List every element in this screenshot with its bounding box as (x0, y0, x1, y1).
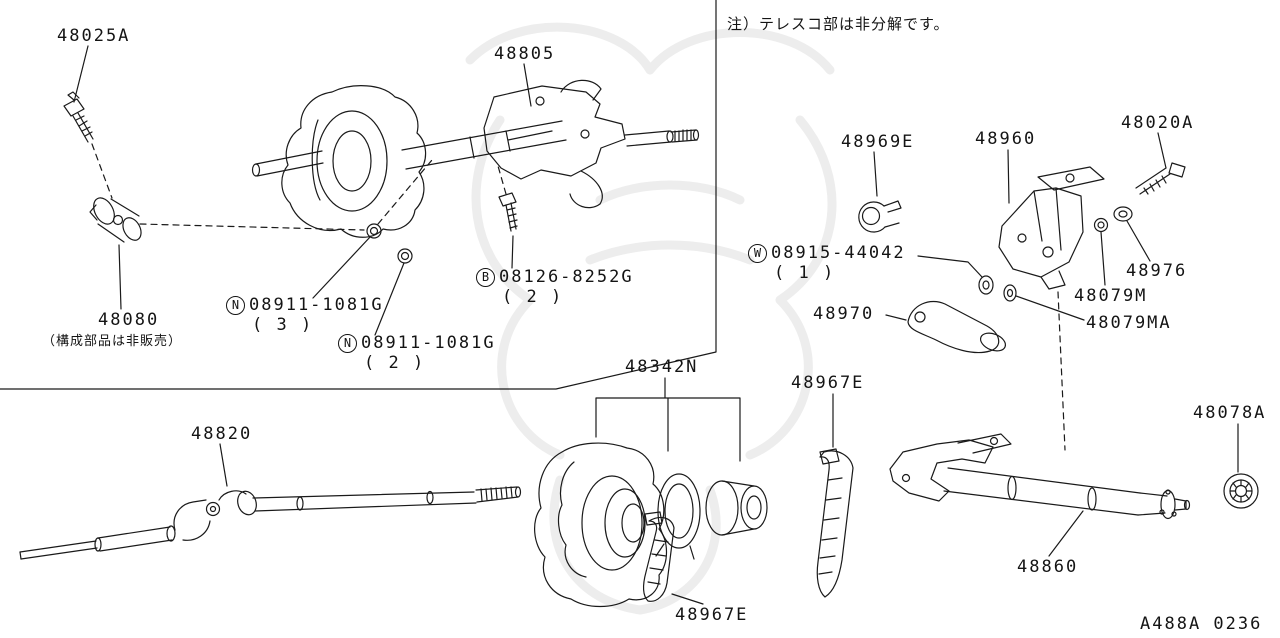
quantity-note: ( 3 ) (252, 314, 314, 335)
part-label-48078a: 48078A (1193, 403, 1267, 423)
section-divider-lines (0, 0, 717, 390)
lever-48970-art (885, 300, 1007, 354)
circled-b-icon: B (476, 268, 495, 288)
doc-code: A488A 0236 (1140, 614, 1263, 634)
bolt-48025a-art (63, 45, 113, 199)
part-label-48860: 48860 (1017, 557, 1079, 577)
not-sold-note: （構成部品は非販売） (42, 333, 183, 349)
part-label-48969e: 48969E (841, 132, 915, 152)
boot-assembly-48342n-art (534, 377, 768, 608)
part-label-48342n: 48342N (625, 357, 699, 377)
part-label-48970: 48970 (813, 304, 875, 324)
steering-column-48805-art (251, 63, 700, 336)
washer-08915-art (917, 255, 994, 295)
quantity-note: ( 1 ) (774, 262, 836, 283)
part-label-08915-44042: W 08915-44042 ( 1 ) (748, 243, 906, 283)
part-label-08126-8252g: B 08126-8252G ( 2 ) (476, 267, 634, 307)
nut-48079m-art (1093, 217, 1109, 286)
part-label-48820: 48820 (191, 424, 253, 444)
part-label-48079ma: 48079MA (1086, 313, 1172, 333)
bracket-48960-art (998, 149, 1105, 451)
part-label-48976: 48976 (1126, 261, 1188, 281)
column-tube-48860-art (889, 433, 1191, 557)
washer-48079ma-art (1003, 284, 1085, 321)
part-label-48805: 48805 (494, 44, 556, 64)
lower-shaft-48820-art (19, 443, 522, 560)
clamp-48969e-art (858, 151, 902, 233)
quantity-note: ( 2 ) (502, 286, 564, 307)
part-label-48025a: 48025A (57, 26, 131, 46)
part-label-48960: 48960 (975, 129, 1037, 149)
part-label-48080: 48080 （構成部品は非販売） (42, 310, 183, 349)
part-label-48079m: 48079M (1074, 286, 1148, 306)
part-label-08911-1081g-b: N 08911-1081G ( 2 ) (338, 333, 496, 373)
note-telescopic: 注）テレスコ部は非分解です。 (727, 15, 950, 33)
circled-w-icon: W (748, 244, 767, 264)
washer-48976-art (1113, 206, 1151, 262)
background-watermark (465, 22, 837, 615)
bolt-48020a-art (1135, 132, 1186, 195)
part-label-08911-1081g-a: N 08911-1081G ( 3 ) (226, 295, 384, 335)
part-label-48967e-top: 48967E (791, 373, 865, 393)
part-label-48020a: 48020A (1121, 113, 1195, 133)
band-clamp-48967e-left-art (643, 511, 704, 605)
circled-n-icon: N (338, 334, 357, 354)
part-label-48967e-bottom: 48967E (675, 605, 749, 625)
quantity-note: ( 2 ) (364, 352, 426, 373)
nut-48078a-art (1223, 423, 1259, 509)
circled-n-icon: N (226, 296, 245, 316)
coupling-48080-art (89, 197, 365, 310)
band-clamp-48967e-right-art (816, 393, 854, 598)
